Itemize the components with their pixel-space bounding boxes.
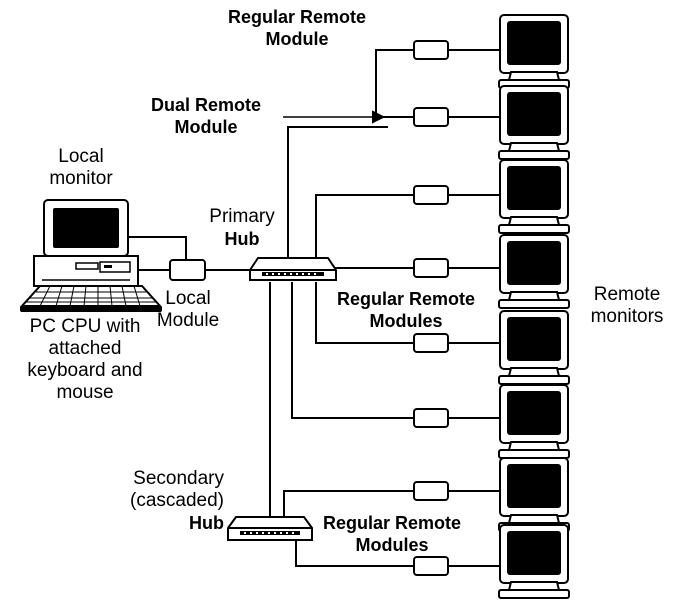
- wire-secondary-to-m7: [283, 490, 414, 517]
- wire-hub-to-dual: [287, 126, 388, 258]
- regular-remote-modules-mid-label: Regular Remote Modules: [336, 289, 476, 331]
- remote-monitors-label: Remote monitors: [590, 284, 664, 327]
- crt-monitor-icon: [498, 457, 570, 532]
- module-box-icon: [413, 408, 449, 428]
- wire-hub-to-m5: [315, 282, 414, 344]
- local-module-icon: [169, 259, 206, 281]
- crt-monitor-icon: [498, 85, 570, 160]
- primary-hub-icon: [249, 257, 337, 281]
- crt-monitor-icon: [498, 159, 570, 234]
- module-box-icon: [413, 556, 449, 576]
- wire-monitor-to-local: [128, 236, 187, 262]
- module-box-icon: [413, 107, 449, 127]
- wire-hub-to-m3: [315, 194, 414, 258]
- pc-cpu-label: PC CPU with attached keyboard and mouse: [27, 316, 143, 403]
- remote-monitor-list: [498, 14, 570, 599]
- module-box-icon: [413, 40, 449, 60]
- secondary-hub-label: Secondary (cascaded) Hub: [130, 468, 224, 533]
- dual-remote-module-label: Dual Remote Module: [150, 95, 262, 137]
- module-box-icon: [413, 333, 449, 353]
- wire-secondary-to-m8: [295, 538, 414, 567]
- secondary-hub-icon: [227, 516, 313, 541]
- module-box-icon: [413, 481, 449, 501]
- crt-monitor-icon: [498, 14, 570, 89]
- crt-monitor-icon: [498, 234, 570, 309]
- local-monitor-label: Local monitor: [49, 146, 113, 189]
- crt-monitor-icon: [498, 384, 570, 459]
- local-module-label: Local Module: [156, 288, 220, 331]
- module-box-icon: [413, 185, 449, 205]
- remote-modules: [413, 40, 449, 576]
- desktop-pc-icon: [19, 199, 163, 312]
- crt-monitor-icon: [498, 524, 570, 599]
- module-box-icon: [413, 258, 449, 278]
- regular-remote-modules-bottom-label: Regular Remote Modules: [322, 513, 462, 555]
- regular-remote-module-top-label: Regular Remote Module: [227, 7, 367, 49]
- wire-hub-to-m6: [291, 282, 414, 419]
- connection-lines: [128, 49, 500, 567]
- primary-hub-label: Primary Hub: [209, 206, 275, 249]
- wire-dual-fork: [375, 49, 414, 104]
- crt-monitor-icon: [498, 310, 570, 385]
